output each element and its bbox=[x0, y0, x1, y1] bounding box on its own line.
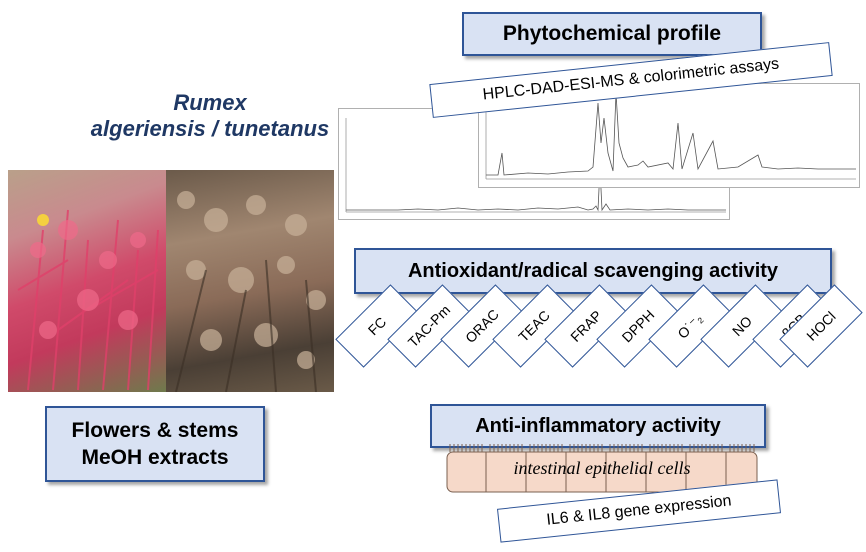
antioxidant-title-box: Antioxidant/radical scavenging activity bbox=[354, 248, 832, 294]
phytochemical-title-box: Phytochemical profile bbox=[462, 12, 762, 56]
extract-box: Flowers & stems MeOH extracts bbox=[45, 406, 265, 482]
extract-line-2: MeOH extracts bbox=[81, 446, 229, 469]
genus-label: Rumex bbox=[173, 90, 247, 115]
cells-label: intestinal epithelial cells bbox=[513, 458, 691, 478]
chromatogram-front bbox=[478, 83, 860, 188]
extract-line-1: Flowers & stems bbox=[71, 419, 239, 442]
antiinflammatory-title: Anti-inflammatory activity bbox=[475, 414, 721, 437]
yellow-flower bbox=[37, 214, 49, 226]
phytochemical-title: Phytochemical profile bbox=[502, 22, 722, 45]
antioxidant-title: Antioxidant/radical scavenging activity bbox=[407, 259, 779, 282]
flowers-photo bbox=[8, 170, 166, 392]
epithelial-cells-diagram bbox=[446, 444, 758, 493]
species-names-label: algeriensis / tunetanus bbox=[90, 116, 330, 141]
gene-expression-label: IL6 & IL8 gene expression bbox=[545, 492, 733, 529]
antiinflammatory-title-box: Anti-inflammatory activity bbox=[430, 404, 766, 448]
stems-photo bbox=[166, 170, 334, 392]
stems-photo-texture bbox=[175, 191, 326, 392]
flowers-photo-texture bbox=[17, 209, 159, 391]
species-title: Rumex algeriensis / tunetanus bbox=[60, 90, 360, 142]
